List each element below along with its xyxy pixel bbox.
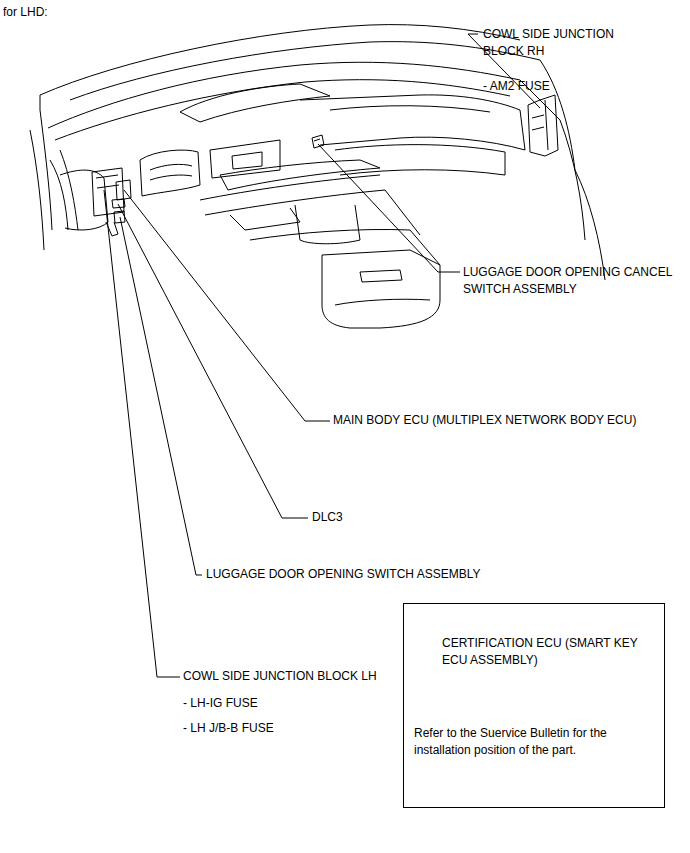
inset-box: CERTIFICATION ECU (SMART KEY ECU ASSEMBL… (403, 603, 665, 808)
part-label: - LH-IG FUSE (183, 695, 383, 712)
diagram-title: for LHD: (3, 4, 48, 21)
part-label: COWL SIDE JUNCTION BLOCK RH (483, 26, 643, 60)
part-label: MAIN BODY ECU (MULTIPLEX NETWORK BODY EC… (333, 412, 683, 429)
note-text: Refer to the Suervice Bulletin for the i… (414, 725, 654, 759)
part-label: LUGGAGE DOOR OPENING SWITCH ASSEMBLY (206, 566, 536, 583)
part-label: LUGGAGE DOOR OPENING CANCEL SWITCH ASSEM… (463, 264, 673, 298)
part-label: DLC3 (312, 509, 392, 526)
part-label: COWL SIDE JUNCTION BLOCK LH (183, 668, 433, 685)
part-label: - AM2 FUSE (483, 78, 603, 95)
part-label: - LH J/B-B FUSE (183, 720, 383, 737)
part-label: CERTIFICATION ECU (SMART KEY ECU ASSEMBL… (442, 635, 652, 669)
